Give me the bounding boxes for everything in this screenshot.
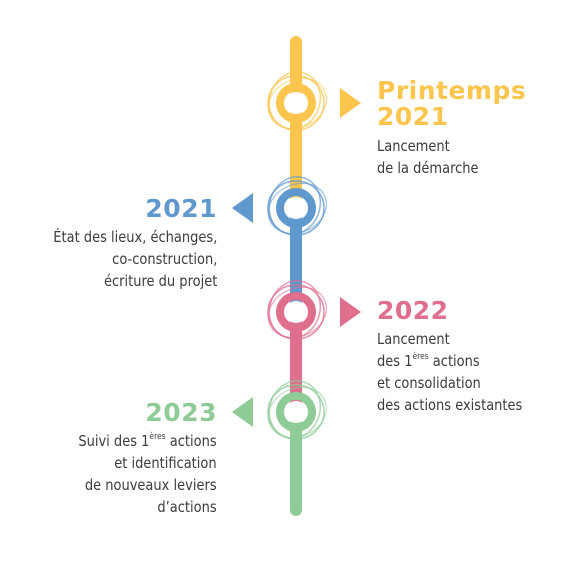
milestone-year-line2: 2021: [377, 102, 449, 131]
milestone-year: 2023: [145, 398, 217, 427]
desc-line: des 1ères actions: [377, 350, 522, 372]
milestone-printemps-2021: Printemps 2021 Lancement de la démarche: [377, 78, 526, 179]
desc-line: Lancement: [377, 137, 450, 155]
desc-text: des 1: [377, 352, 413, 370]
milestone-2023: 2023 Suivi des 1ères actions et identifi…: [52, 400, 217, 518]
desc-superscript: ères: [412, 352, 429, 362]
desc-line: d’actions: [157, 498, 217, 516]
milestone-description: Lancement de la démarche: [377, 135, 502, 179]
milestone-year: 2021: [145, 194, 217, 223]
desc-line: État des lieux, échanges,: [52, 228, 217, 246]
milestone-2022: 2022 Lancement des 1ères actions et cons…: [377, 298, 550, 416]
pointer-triangle-pink: [340, 297, 361, 327]
milestone-year-line1: Printemps: [377, 76, 527, 105]
milestone-description: Suivi des 1ères actions et identificatio…: [79, 430, 217, 518]
milestone-node-blue: [267, 176, 327, 236]
desc-line: Suivi des 1ères actions: [79, 430, 217, 452]
desc-line: de nouveaux leviers: [85, 476, 217, 494]
pointer-triangle-green: [232, 397, 253, 427]
milestone-node-pink: [267, 280, 327, 340]
milestone-node-green: [267, 380, 327, 440]
desc-line: de la démarche: [377, 159, 479, 177]
milestone-year: Printemps 2021: [377, 78, 526, 130]
desc-line: et consolidation: [377, 374, 481, 392]
desc-text: Suivi des 1: [78, 432, 150, 450]
pointer-triangle-blue: [232, 193, 253, 223]
desc-superscript: ères: [149, 432, 166, 442]
milestone-node-yellow: [267, 71, 327, 131]
desc-line: écriture du projet: [103, 272, 217, 290]
milestone-description: Lancement des 1ères actions et consolida…: [377, 328, 522, 416]
desc-line: Lancement: [377, 330, 450, 348]
desc-text: actions: [428, 352, 480, 370]
milestone-description: État des lieux, échanges, co-constructio…: [53, 226, 217, 292]
milestone-year: 2022: [377, 296, 449, 325]
desc-line: co-construction,: [111, 250, 217, 268]
desc-line: et identification: [114, 454, 217, 472]
desc-line: des actions existantes: [377, 396, 523, 414]
desc-text: actions: [165, 432, 217, 450]
pointer-triangle-yellow: [340, 88, 361, 118]
milestone-2021: 2021 État des lieux, échanges, co-constr…: [22, 196, 217, 292]
